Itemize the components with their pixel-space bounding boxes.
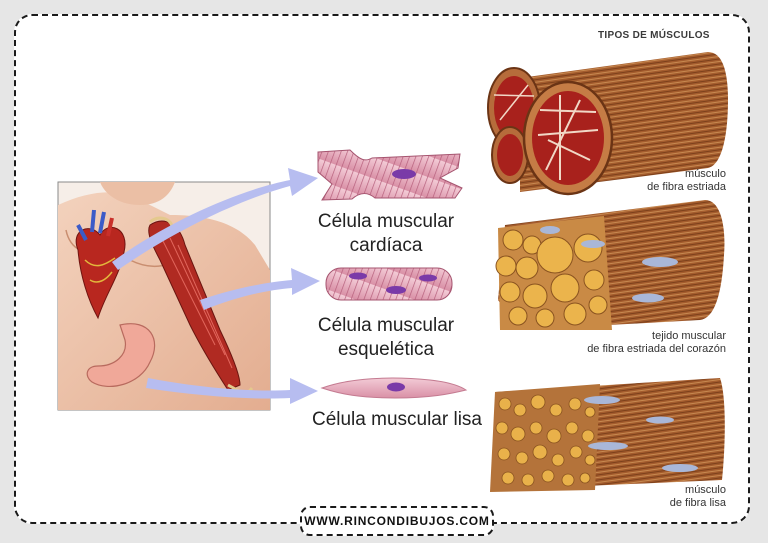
smooth-tissue-caption-line2: de fibra lisa [669, 497, 726, 509]
arrow-heart-to-cardiac [112, 168, 318, 270]
skeletal-cell-label: Célula muscular esquelética [306, 314, 466, 362]
cardiac-cell-label: Célula muscular cardíaca [306, 210, 466, 258]
arrow-arm-to-skeletal [200, 268, 320, 310]
cardiac-muscle-tissue-icon [495, 200, 725, 330]
striated-tissue-caption-line1: músculo [685, 168, 726, 180]
heart-tissue-caption-line2: de fibra estriada del corazón [587, 343, 726, 355]
arrow-stomach-to-smooth [146, 378, 318, 404]
skeletal-cell-label-line1: Célula muscular [317, 315, 455, 336]
smooth-tissue-caption: músculo de fibra lisa [670, 484, 726, 510]
striated-tissue-caption: músculo de fibra estriada [647, 168, 726, 194]
diagram-title: TIPOS DE MÚSCULOS [598, 30, 710, 41]
cardiac-cell-label-line2: cardíaca [349, 235, 423, 256]
striated-tissue-caption-line2: de fibra estriada [647, 181, 726, 193]
cardiac-cell-icon [317, 149, 463, 201]
smooth-cell-label-line1: Célula muscular lisa [311, 409, 482, 430]
arrows [112, 168, 320, 404]
stomach-icon [86, 323, 156, 387]
heart-tissue-caption-line1: tejido muscular [652, 330, 726, 342]
website-footer: WWW.RINCONDIBUJOS.COM [300, 506, 494, 536]
skeletal-cell-icon [325, 267, 453, 301]
cardiac-cell-label-line1: Célula muscular [317, 211, 455, 232]
heart-icon [75, 209, 126, 320]
striated-muscle-tissue-icon [487, 52, 728, 196]
smooth-cell-icon [320, 377, 468, 399]
human-torso-illustration [57, 181, 271, 411]
skeletal-cell-label-line2: esquelética [337, 339, 435, 360]
heart-tissue-caption: tejido muscular de fibra estriada del co… [587, 330, 726, 356]
neck [100, 182, 175, 205]
smooth-cell-label: Célula muscular lisa [302, 408, 492, 432]
smooth-muscle-tissue-icon [490, 378, 725, 492]
smooth-tissue-caption-line1: músculo [685, 484, 726, 496]
